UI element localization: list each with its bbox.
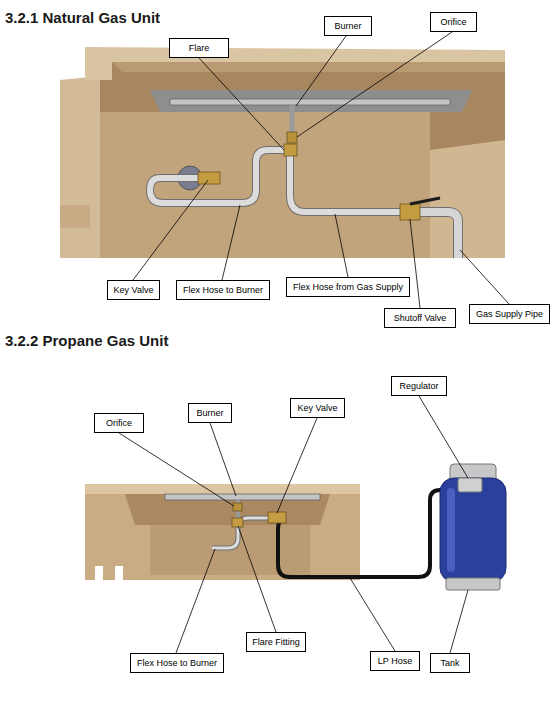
- side-block: [60, 76, 100, 258]
- leader-line: [350, 578, 395, 651]
- callout-box: Flex Hose to Burner: [130, 653, 224, 673]
- callout-text: Key Valve: [298, 403, 338, 413]
- frame-edge: [112, 62, 505, 72]
- burner-stub: [290, 105, 295, 132]
- leader-line: [238, 526, 276, 632]
- callout-text: Flex Hose from Gas Supply: [293, 282, 403, 292]
- leg-notch: [95, 566, 103, 580]
- tank-foot: [446, 578, 500, 590]
- burner-tube: [165, 494, 320, 500]
- flex-hose: [150, 150, 284, 203]
- callout-text: Flex Hose to Burner: [183, 285, 263, 295]
- callout-box: LP Hose: [370, 651, 420, 671]
- supply-pipe: [418, 212, 458, 258]
- callout-box: Key Valve: [290, 398, 345, 418]
- callout-box: Key Valve: [107, 280, 160, 300]
- table-top: [85, 484, 360, 494]
- side-step: [60, 205, 90, 228]
- callout-text: Burner: [196, 408, 223, 418]
- leader-line: [410, 219, 420, 308]
- leader-line: [335, 214, 348, 277]
- leader-line: [222, 205, 240, 280]
- callout-box: Flex Hose to Burner: [176, 280, 270, 300]
- leader-lines: [119, 32, 509, 653]
- supply-pipe: [418, 212, 458, 258]
- callout-box: Flare: [169, 38, 229, 58]
- leader-line: [133, 180, 208, 280]
- valve-handle: [410, 198, 440, 204]
- callout-text: Regulator: [399, 381, 438, 391]
- back-wall: [95, 60, 505, 258]
- leader-line: [296, 36, 346, 106]
- section-heading: 3.2.2 Propane Gas Unit: [5, 332, 168, 349]
- callout-text: Flare: [189, 43, 210, 53]
- top-frame: [85, 47, 505, 80]
- callout-box: Orifice: [430, 12, 477, 32]
- side-block: [430, 140, 505, 258]
- leader-line: [176, 549, 215, 653]
- lp-hose: [278, 490, 458, 577]
- leader-line: [450, 590, 468, 653]
- flex-hose: [290, 156, 400, 212]
- callout-text: Gas Supply Pipe: [476, 309, 543, 319]
- callout-text: Orifice: [440, 17, 466, 27]
- callout-box: Flare Fitting: [246, 632, 306, 652]
- flare-fitting: [232, 518, 243, 527]
- leader-line: [199, 58, 284, 150]
- callout-box: Burner: [324, 16, 372, 36]
- flare-fitting: [284, 144, 297, 156]
- callout-box: Burner: [188, 403, 232, 423]
- callout-box: Regulator: [391, 376, 447, 396]
- leader-line: [419, 396, 468, 478]
- leader-line: [297, 32, 452, 137]
- callout-box: Shutoff Valve: [384, 308, 456, 328]
- callout-text: LP Hose: [378, 656, 412, 666]
- callout-text: Flare Fitting: [252, 637, 300, 647]
- callout-text: Shutoff Valve: [394, 313, 447, 323]
- callout-box: Gas Supply Pipe: [469, 304, 550, 324]
- callout-box: Orifice: [94, 413, 144, 433]
- burner-pan: [150, 90, 472, 112]
- leg-notch: [115, 566, 123, 580]
- flex-hose: [290, 156, 400, 212]
- shutoff-valve: [400, 204, 420, 220]
- orifice: [233, 503, 242, 511]
- flex-hose: [212, 518, 270, 548]
- table-body: [85, 488, 360, 580]
- tank-highlight: [447, 488, 455, 572]
- leader-line: [210, 423, 236, 496]
- burner-cavity: [125, 494, 330, 525]
- leader-line: [460, 250, 509, 304]
- burner-tube: [170, 99, 450, 105]
- callout-text: Key Valve: [114, 285, 154, 295]
- callout-text: Burner: [334, 21, 361, 31]
- flex-hose: [212, 518, 270, 548]
- key-valve: [268, 512, 286, 523]
- inner-wall: [100, 112, 430, 258]
- callout-box: Tank: [430, 653, 470, 673]
- callout-text: Tank: [440, 658, 459, 668]
- regulator: [458, 478, 482, 492]
- flex-hose: [150, 150, 284, 203]
- leader-line: [277, 418, 317, 513]
- callout-text: Orifice: [106, 418, 132, 428]
- callout-box: Flex Hose from Gas Supply: [286, 277, 410, 297]
- tank-body: [440, 478, 506, 582]
- leader-line: [119, 433, 234, 506]
- section-heading: 3.2.1 Natural Gas Unit: [5, 9, 160, 26]
- callout-text: Flex Hose to Burner: [137, 658, 217, 668]
- key-valve: [198, 172, 220, 184]
- orifice: [287, 132, 297, 143]
